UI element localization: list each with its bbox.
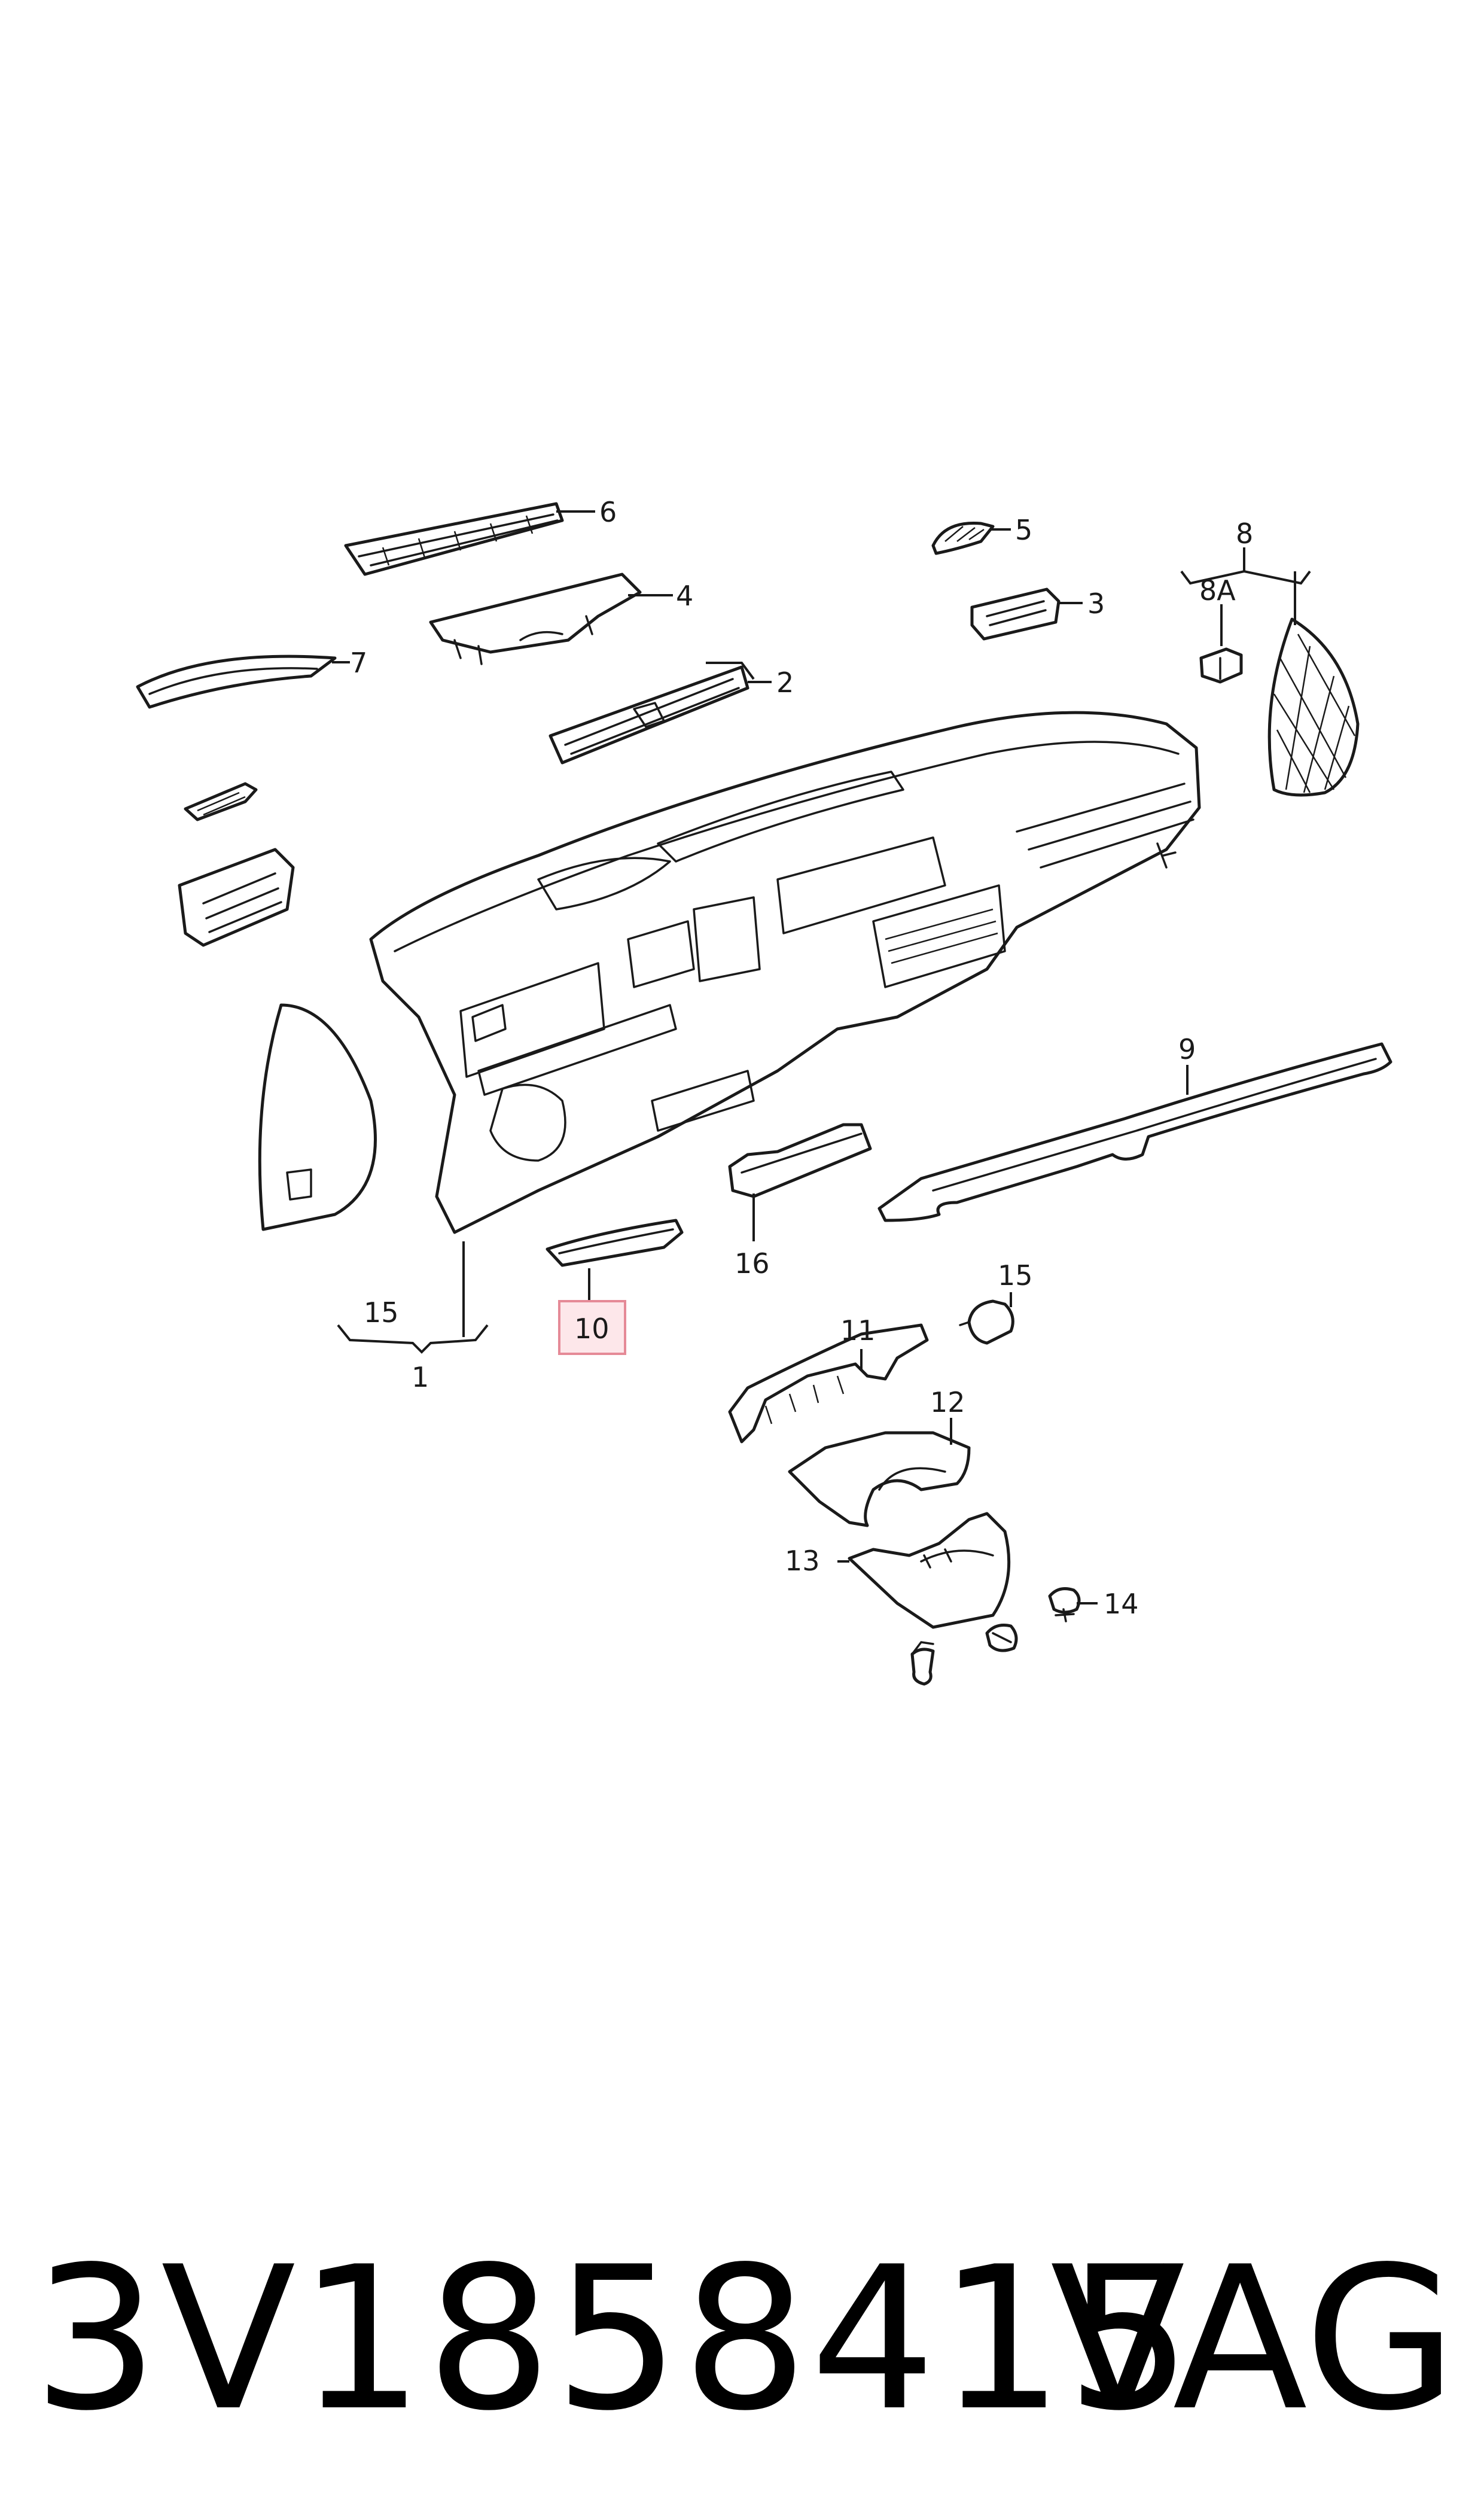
callout-9: 9: [1178, 1033, 1196, 1065]
screw-left[interactable]: [910, 1641, 935, 1686]
part-number: 3V1858415: [33, 2224, 1194, 2454]
callout-2: 2: [776, 666, 794, 699]
callout-10: 10: [574, 1313, 610, 1345]
callout-8a: 8A: [1199, 574, 1236, 607]
part-8a-clip[interactable]: [1199, 647, 1243, 684]
callout-16: 16: [735, 1247, 770, 1280]
part-11-column-trim-upper[interactable]: [728, 1323, 929, 1444]
highlight-box-10: [558, 1300, 626, 1355]
callout-14: 14: [1104, 1588, 1139, 1620]
callout-11: 11: [840, 1314, 876, 1347]
screw-center[interactable]: [985, 1624, 1018, 1652]
part-9-trim-strip[interactable]: [877, 1042, 1392, 1222]
footer: 3V1858415 VAG: [0, 2213, 1484, 2465]
callout-12: 12: [930, 1386, 965, 1418]
part-2-center-vent[interactable]: [548, 665, 749, 765]
part-12-column-shroud[interactable]: [788, 1431, 971, 1527]
part-14-screw[interactable]: [1048, 1587, 1081, 1622]
callout-4: 4: [676, 580, 693, 612]
part-10-trim-cover[interactable]: [546, 1219, 684, 1267]
part-5-vent-element[interactable]: [931, 521, 995, 555]
left-small-vent[interactable]: [184, 782, 258, 821]
callout-5: 5: [1015, 514, 1032, 546]
left-outer-vent[interactable]: [178, 848, 295, 947]
callout-7: 7: [350, 647, 367, 679]
callout-3: 3: [1087, 587, 1105, 620]
callout-1: 1: [412, 1361, 429, 1393]
dashboard-main[interactable]: [369, 711, 1201, 1234]
callout-15-right: 15: [998, 1259, 1033, 1292]
brand-label: VAG: [1050, 2224, 1457, 2454]
part-3-side-vent[interactable]: [970, 587, 1061, 641]
part-7-trim-panel[interactable]: [136, 654, 337, 709]
callout-13: 13: [785, 1545, 820, 1577]
callout-8: 8: [1236, 517, 1253, 550]
part-4-center-vent-housing[interactable]: [429, 573, 642, 665]
part-13-lower-shroud[interactable]: [848, 1512, 1011, 1629]
left-side-trim[interactable]: [258, 1003, 377, 1231]
callout-6: 6: [599, 496, 617, 528]
part-6-defroster-grille[interactable]: [344, 502, 564, 576]
part-8-speaker-grille[interactable]: [1267, 617, 1360, 797]
part-15-cap[interactable]: [959, 1299, 1014, 1345]
callout-15-left: 15: [364, 1296, 399, 1329]
leader-lines: [332, 510, 1311, 1604]
parts-diagram: 6 4 7 2 5 3 8 8A 9 16 10 15 1 15 11 12 1…: [136, 496, 1392, 1686]
part-16-trim-piece[interactable]: [728, 1123, 872, 1198]
